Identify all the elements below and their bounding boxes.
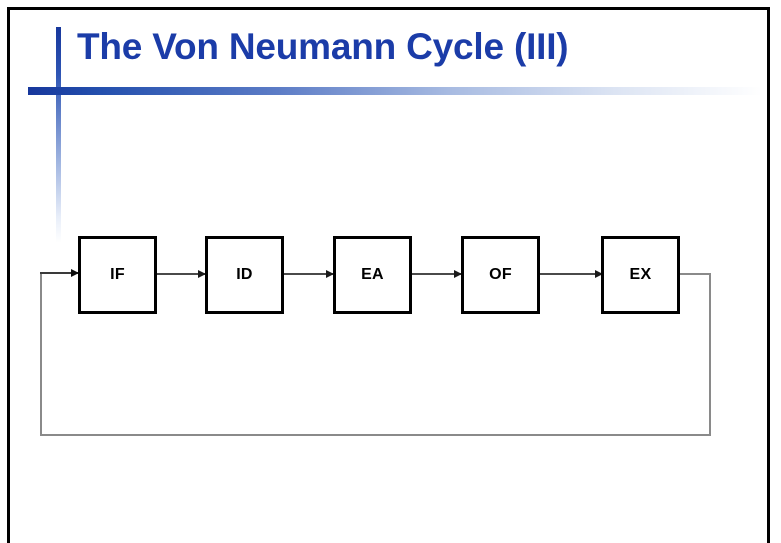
stage-label-id: ID: [236, 266, 253, 283]
stage-box-id[interactable]: ID: [205, 236, 284, 314]
stage-box-ea[interactable]: EA: [333, 236, 412, 314]
feedback-loop-exit-segment: [679, 273, 711, 275]
stage-label-ex: EX: [629, 266, 652, 283]
page-title: The Von Neumann Cycle (III): [77, 26, 569, 67]
arrow-if-to-id: [157, 270, 206, 278]
stage-box-of[interactable]: OF: [461, 236, 540, 314]
arrow-ea-to-of: [412, 270, 462, 278]
feedback-loop-left-segment: [40, 273, 42, 436]
stage-box-if[interactable]: IF: [78, 236, 157, 314]
title-accent-vertical-rule: [56, 27, 61, 243]
title-accent-horizontal-rule: [28, 87, 762, 95]
arrow-id-to-ea: [284, 270, 334, 278]
stage-label-of: OF: [489, 266, 512, 283]
feedback-loop-arrow-into-if: [40, 269, 79, 277]
feedback-loop-right-segment: [709, 273, 711, 436]
feedback-loop-bottom-segment: [40, 434, 711, 436]
stage-label-ea: EA: [361, 266, 384, 283]
arrow-of-to-ex: [540, 270, 603, 278]
stage-box-ex[interactable]: EX: [601, 236, 680, 314]
stage-label-if: IF: [110, 266, 125, 283]
